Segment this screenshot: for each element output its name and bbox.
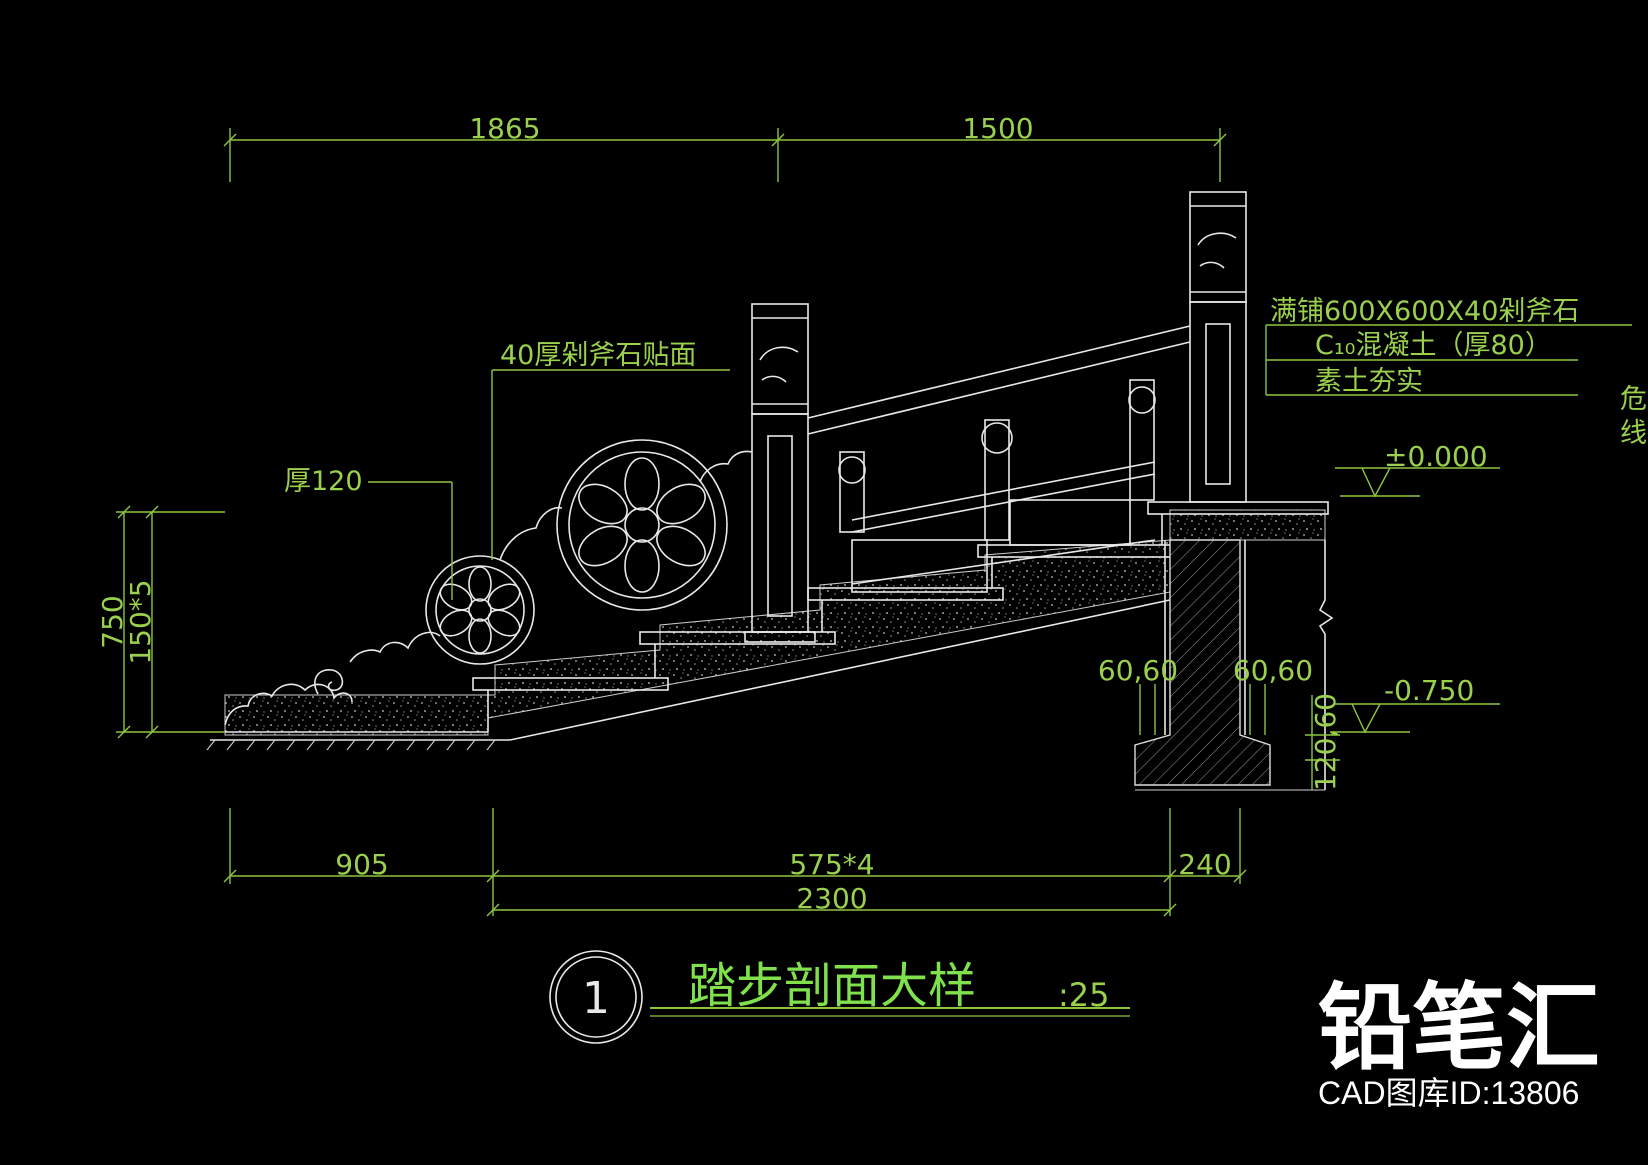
note-leaders — [368, 324, 1632, 600]
dim-footing-height: 120,60 — [1309, 693, 1342, 791]
ground-line — [206, 599, 1171, 751]
dim-left-steps: 150*5 — [124, 579, 157, 664]
small-rosette — [425, 555, 535, 665]
lower-newel-post — [744, 303, 816, 643]
note-concrete: C₁₀混凝土（厚80） — [1315, 330, 1552, 361]
note-cut-1: 危 — [1620, 384, 1647, 415]
top-dimension-chain — [223, 128, 1227, 182]
dim-top-left: 1865 — [469, 112, 540, 145]
dim-top-right: 1500 — [962, 112, 1033, 145]
upper-footing — [1134, 539, 1334, 791]
dim-left-height: 750 — [96, 595, 129, 648]
level-marker-upper — [1335, 467, 1500, 498]
level-marker-lower — [1330, 703, 1500, 734]
left-dimension-chain — [116, 505, 225, 739]
cloud-scroll-ornament — [224, 450, 753, 726]
detail-number: 1 — [582, 973, 610, 1024]
level-lower-label: -0.750 — [1384, 674, 1474, 707]
note-paving: 满铺600X600X40剁斧石 — [1270, 296, 1579, 327]
bottom-dimension-chain — [223, 808, 1247, 917]
dim-bottom-right: 240 — [1178, 848, 1231, 881]
stair-railing — [807, 325, 1191, 593]
dim-footing-left: 60,60 — [1098, 654, 1178, 687]
dim-bottom-mid: 575*4 — [789, 848, 874, 881]
title-block — [549, 950, 1130, 1044]
note-cut-2: 线 — [1620, 418, 1647, 449]
footing-dimensions — [1139, 684, 1340, 790]
dim-bottom-total: 2300 — [796, 882, 867, 915]
dim-bottom-left: 905 — [335, 848, 388, 881]
drawing-scale: :25 — [1058, 976, 1110, 1014]
drawing-title: 踏步剖面大样 — [688, 958, 976, 1014]
brand-logo-text: 铅笔汇 — [1318, 974, 1600, 1083]
level-upper-label: ±0.000 — [1384, 440, 1488, 473]
large-rosette — [556, 439, 728, 611]
note-facing: 40厚剁斧石贴面 — [500, 340, 696, 371]
note-thickness: 厚120 — [284, 466, 363, 497]
brand-id-label: CAD图库ID:13806 — [1318, 1075, 1579, 1111]
dim-footing-right: 60,60 — [1233, 654, 1313, 687]
stair-base-fill — [224, 509, 1326, 736]
upper-newel-post — [1189, 191, 1247, 503]
note-soil: 素土夯实 — [1315, 366, 1423, 397]
